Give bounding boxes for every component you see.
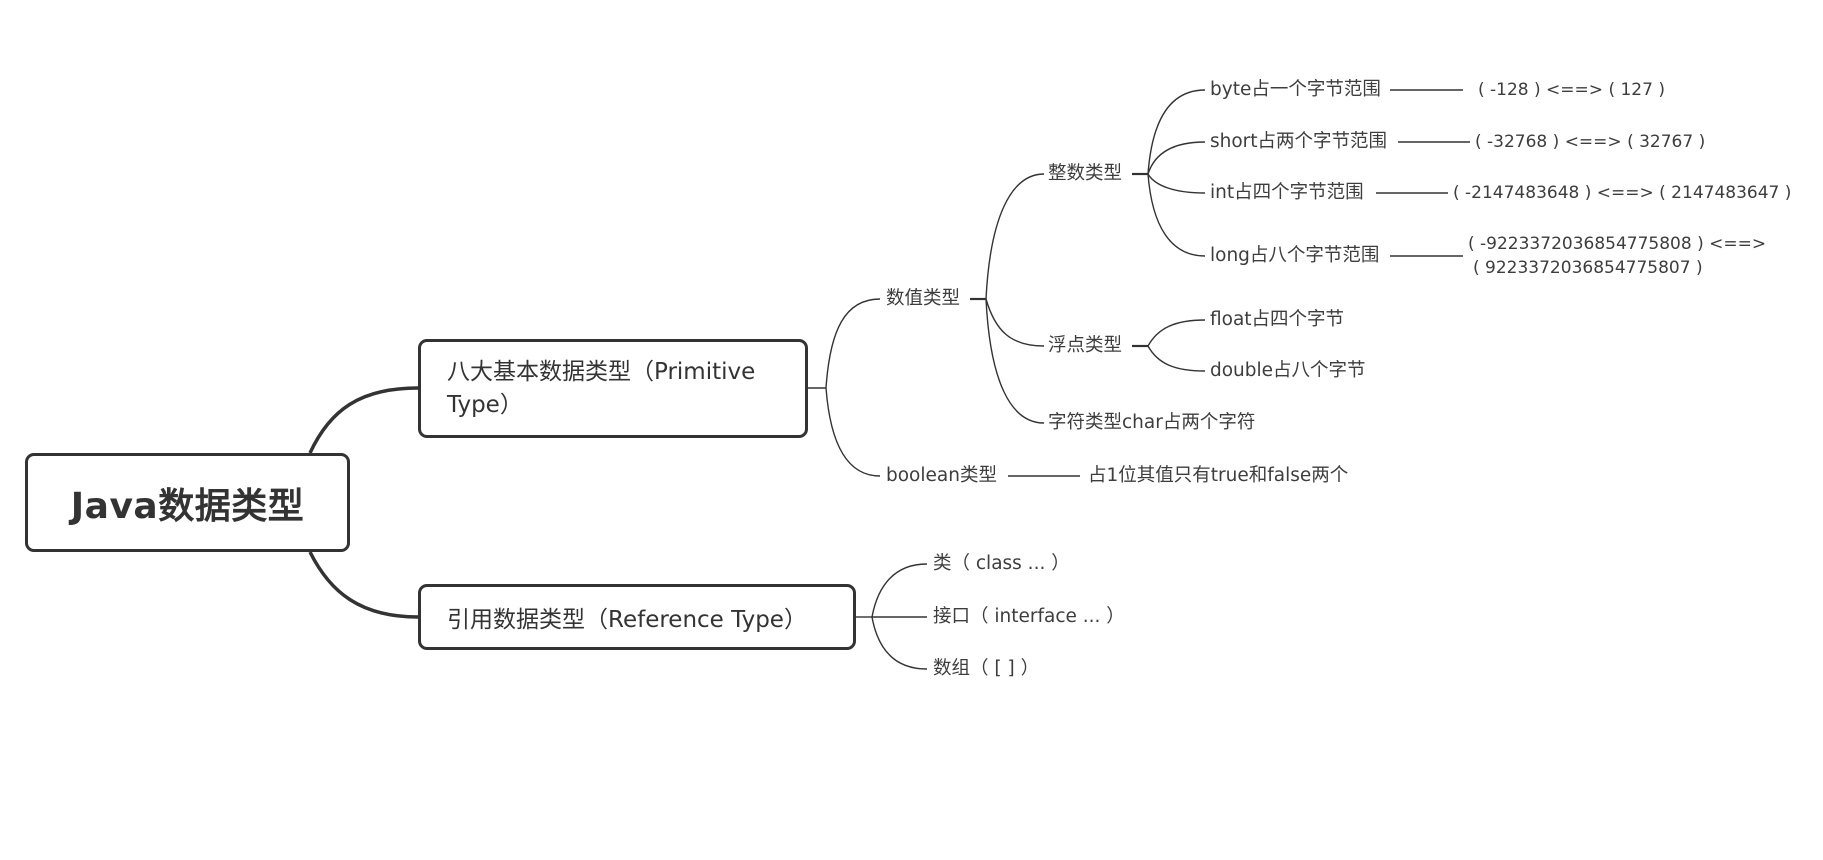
link-root-primitive (308, 386, 419, 454)
root-label: Java数据类型 (70, 485, 305, 527)
link-reference-class (871, 563, 928, 618)
class-node[interactable]: 类（ class ... ） (933, 553, 1070, 574)
long-range-line1: ( -9223372036854775808 ) <==> (1468, 234, 1767, 254)
char-type-node[interactable]: 字符类型char占两个字符 (1048, 412, 1256, 433)
primitive-type-node[interactable]: 八大基本数据类型（Primitive Type） (418, 339, 808, 438)
short-range-node[interactable]: ( -32768 ) <==> ( 32767 ) (1475, 132, 1706, 152)
link-integer-byte (1147, 89, 1206, 175)
link-float-float (1147, 319, 1206, 347)
reference-type-label: 引用数据类型（Reference Type） (447, 607, 807, 633)
primitive-type-label: 八大基本数据类型（Primitive Type） (447, 359, 756, 418)
link-integer-int (1147, 173, 1206, 194)
root-node[interactable]: Java数据类型 (25, 453, 350, 552)
short-node[interactable]: short占两个字节范围 (1210, 131, 1388, 152)
link-integer-short (1147, 141, 1206, 175)
boolean-detail-node[interactable]: 占1位其值只有true和false两个 (1088, 465, 1349, 486)
float-type-node[interactable]: 浮点类型 (1048, 335, 1123, 356)
byte-range-node[interactable]: ( -128 ) <==> ( 127 ) (1478, 80, 1665, 100)
link-primitive-numeric (825, 298, 881, 389)
int-node[interactable]: int占四个字节范围 (1210, 182, 1364, 203)
link-primitive-boolean (825, 387, 881, 477)
link-reference-array (871, 616, 928, 670)
reference-type-node[interactable]: 引用数据类型（Reference Type） (418, 584, 856, 650)
float-node[interactable]: float占四个字节 (1210, 309, 1345, 330)
link-numeric-char (985, 298, 1045, 424)
link-numeric-float (985, 298, 1045, 347)
long-range-line2: ( 9223372036854775807 ) (1473, 258, 1703, 278)
int-range-node[interactable]: ( -2147483648 ) <==> ( 2147483647 ) (1453, 183, 1792, 203)
boolean-type-node[interactable]: boolean类型 (886, 465, 997, 486)
interface-node[interactable]: 接口（ interface ... ） (933, 606, 1125, 627)
numeric-type-node[interactable]: 数值类型 (886, 288, 961, 309)
link-root-reference (308, 551, 419, 619)
link-float-double (1147, 345, 1206, 372)
byte-node[interactable]: byte占一个字节范围 (1210, 79, 1381, 100)
link-numeric-integer (985, 173, 1045, 300)
array-node[interactable]: 数组（ [ ] ） (933, 658, 1040, 679)
link-integer-long (1147, 173, 1206, 257)
integer-type-node[interactable]: 整数类型 (1048, 163, 1123, 184)
double-node[interactable]: double占八个字节 (1210, 360, 1366, 381)
long-range-node[interactable]: ( -9223372036854775808 ) <==> ( 92233720… (1468, 232, 1766, 280)
long-node[interactable]: long占八个字节范围 (1210, 245, 1380, 266)
